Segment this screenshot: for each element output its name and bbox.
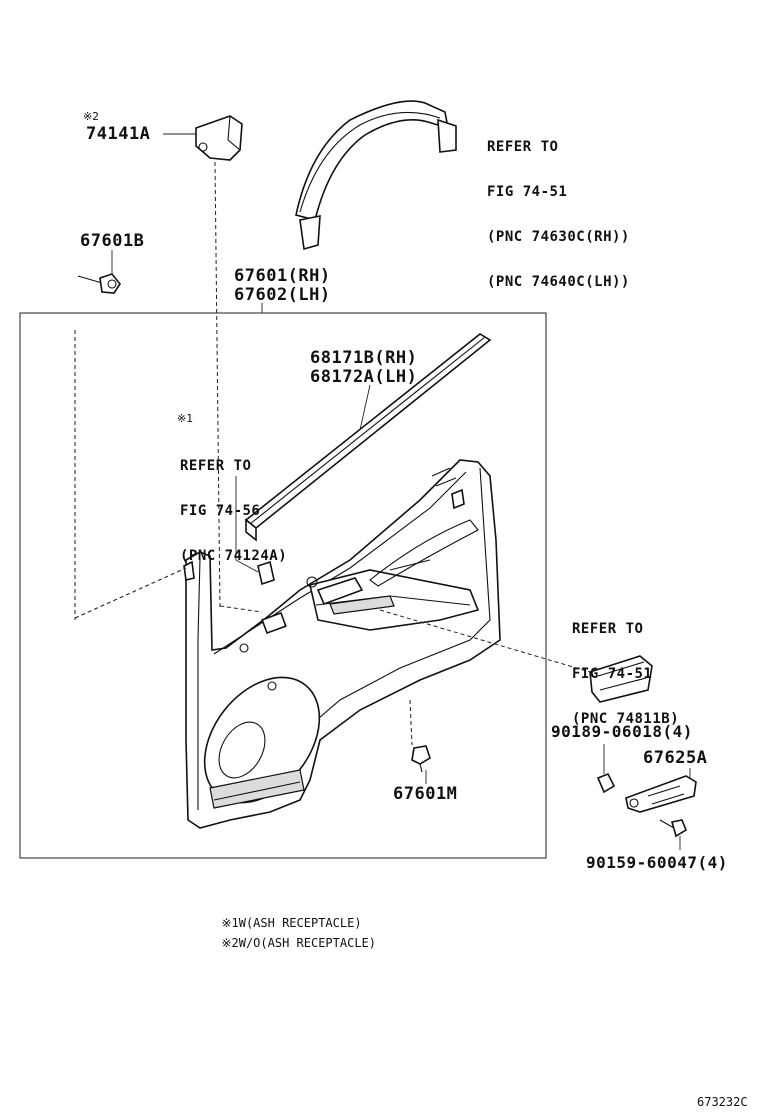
clip-ash-receptacle: [257, 560, 275, 586]
assist-grip: [295, 100, 457, 251]
screw-90159: [659, 819, 687, 838]
label-67601m: 67601M: [393, 784, 458, 804]
dashed-line-left: [74, 567, 187, 619]
note-2-mark: ※2: [221, 936, 239, 950]
ref-assist-grip-line4: (PNC 74640C(LH)): [487, 274, 630, 290]
door-trim-panel: [183, 459, 501, 829]
mark-ash-ref: ※1: [177, 412, 193, 425]
label-67602-lh: 67602(LH): [234, 285, 331, 305]
ref-ash-line1: REFER TO: [180, 458, 252, 474]
note-1-text: W(ASH RECEPTACLE): [238, 916, 362, 930]
ref-ash-line2: FIG 74-56: [180, 503, 261, 519]
dashed-line-clip: [219, 605, 263, 613]
ref-assist-grip-line3: (PNC 74630C(RH)): [487, 229, 630, 245]
ref-pocket-line3: (PNC 74811B): [572, 711, 680, 727]
note-1: ※1W(ASH RECEPTACLE): [207, 905, 362, 930]
leader-68171b: [359, 384, 371, 431]
screw-67601b: [77, 273, 121, 294]
ref-pocket-line2: FIG 74-51: [572, 666, 653, 682]
assembly-frame: [19, 312, 547, 859]
note-2: ※2W/O(ASH RECEPTACLE): [207, 925, 376, 949]
ref-assist-grip: REFER TO FIG 74-51 (PNC 74630C(RH)) (PNC…: [487, 110, 630, 305]
label-67625a: 67625A: [643, 748, 708, 768]
note-2-text: W/O(ASH RECEPTACLE): [238, 936, 377, 950]
note-1-mark: ※1: [221, 916, 239, 930]
ref-assist-grip-line1: REFER TO: [487, 139, 559, 155]
label-90159: 90159-60047(4): [586, 853, 728, 872]
dashed-line-pocket: [379, 609, 591, 673]
cap-74141a: [195, 115, 243, 161]
figure-id: 673232C: [697, 1095, 748, 1109]
mark-74141a: ※2: [83, 110, 99, 123]
label-67601b: 67601B: [80, 231, 145, 251]
label-68172a-lh: 68172A(LH): [310, 367, 418, 387]
weatherstrip-68171b: [244, 333, 492, 542]
dashed-line-67601m: [409, 699, 413, 746]
label-74141a: 74141A: [86, 124, 151, 144]
clip-67601m: [411, 745, 431, 773]
bracket-67625a: [625, 775, 697, 813]
label-68171b-rh: 68171B(RH): [310, 348, 418, 368]
label-90189: 90189-06018(4): [551, 722, 693, 741]
ref-pocket: REFER TO FIG 74-51 (PNC 74811B): [572, 592, 679, 742]
leader-ash-ref: [235, 476, 259, 573]
dashed-line-74141a: [214, 161, 221, 611]
ref-assist-grip-line2: FIG 74-51: [487, 184, 568, 200]
label-67601-rh: 67601(RH): [234, 266, 331, 286]
nut-90189: [596, 772, 616, 794]
ref-ash-receptacle: REFER TO FIG 74-56 (PNC 74124A): [180, 429, 287, 579]
pocket-74811b: [589, 655, 653, 703]
ref-pocket-line1: REFER TO: [572, 621, 644, 637]
ref-ash-line3: (PNC 74124A): [180, 548, 288, 564]
